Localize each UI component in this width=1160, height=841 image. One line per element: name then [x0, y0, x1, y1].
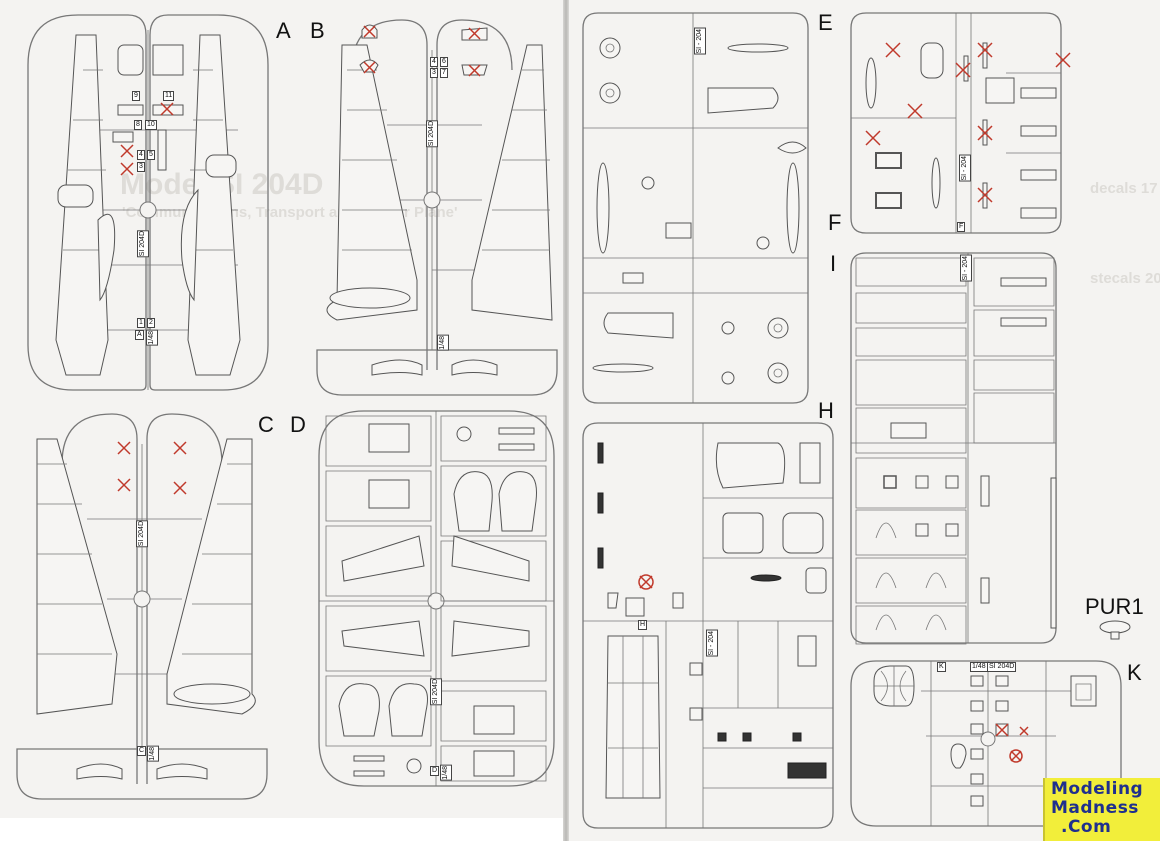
sprue-label-a: A — [276, 18, 291, 43]
sprue-id-tag: C — [137, 746, 147, 756]
sprue-label-h: H — [818, 398, 834, 423]
book-gutter — [563, 0, 569, 841]
scale-tag: 1/48 — [440, 765, 452, 781]
sprue-d — [314, 406, 559, 791]
part-number-tag: 11 — [163, 91, 175, 101]
scan-margin — [0, 818, 563, 841]
part-number-tag: 1 — [137, 318, 145, 328]
sprue-id-tag: K — [937, 662, 946, 672]
sprue-code-tag: SI - 204 — [960, 255, 972, 282]
sprue-label-c: C — [258, 412, 274, 437]
part-number-tag: 3 — [137, 162, 145, 172]
sprue-e — [578, 8, 813, 408]
sprue-label-b: B — [310, 18, 325, 43]
sprue-k — [846, 656, 1126, 826]
part-number-tag: 9 — [132, 91, 140, 101]
sprue-b — [312, 10, 562, 395]
part-number-tag: 8 — [134, 120, 142, 130]
part-number-tag: 6 — [440, 57, 448, 67]
sprue-id-tag: H — [638, 620, 648, 630]
sprue-code-tag: SI 204D — [987, 662, 1017, 672]
logo-line: Modeling — [1051, 779, 1144, 799]
sprue-id-tag: D — [430, 766, 440, 776]
part-number-tag: 2 — [147, 318, 155, 328]
scale-tag: 1/48 — [147, 746, 159, 762]
sprue-id-tag: F — [957, 222, 966, 232]
sprue-code-tag: SI - 204 — [706, 630, 718, 657]
sprue-code-tag: SI 204D — [137, 230, 149, 258]
logo-line: .Com — [1061, 817, 1112, 837]
scale-tag: 1/48 — [970, 662, 988, 672]
part-number-tag: 10 — [145, 120, 157, 130]
sprue-a — [18, 10, 278, 395]
sprue-h — [578, 418, 838, 828]
sprue-i — [846, 248, 1061, 648]
sprue-id-tag: A — [135, 330, 144, 340]
sprue-code-tag: SI 204D — [426, 120, 438, 148]
sprue-label-pur1: PUR1 — [1085, 594, 1144, 619]
part-number-tag: 4 — [430, 57, 438, 67]
sprue-label-k: K — [1127, 660, 1142, 685]
sprue-f — [846, 8, 1066, 238]
sprue-label-d: D — [290, 412, 306, 437]
logo-line: Madness — [1051, 798, 1139, 818]
pur1-part — [1097, 618, 1137, 642]
part-number-tag: 4 — [137, 150, 145, 160]
sprue-label-f: F — [828, 210, 842, 235]
sprue-code-tag: SI - 204 — [959, 155, 971, 182]
sprue-code-tag: SI 204D — [136, 520, 148, 548]
sprue-code-tag: SI - 204 — [694, 28, 706, 55]
sprue-label-e: E — [818, 10, 833, 35]
scale-tag: 1/48 — [437, 335, 449, 351]
part-number-tag: 3 — [430, 68, 438, 78]
scale-tag: 1/48 — [146, 330, 158, 346]
sprue-label-i: I — [830, 251, 837, 276]
part-number-tag: 7 — [440, 68, 448, 78]
modeling-madness-logo: Modeling Madness .Com — [1043, 778, 1160, 841]
sprue-code-tag: SI 204D — [430, 678, 442, 706]
part-number-tag: 5 — [147, 150, 155, 160]
sprue-c — [12, 404, 272, 799]
